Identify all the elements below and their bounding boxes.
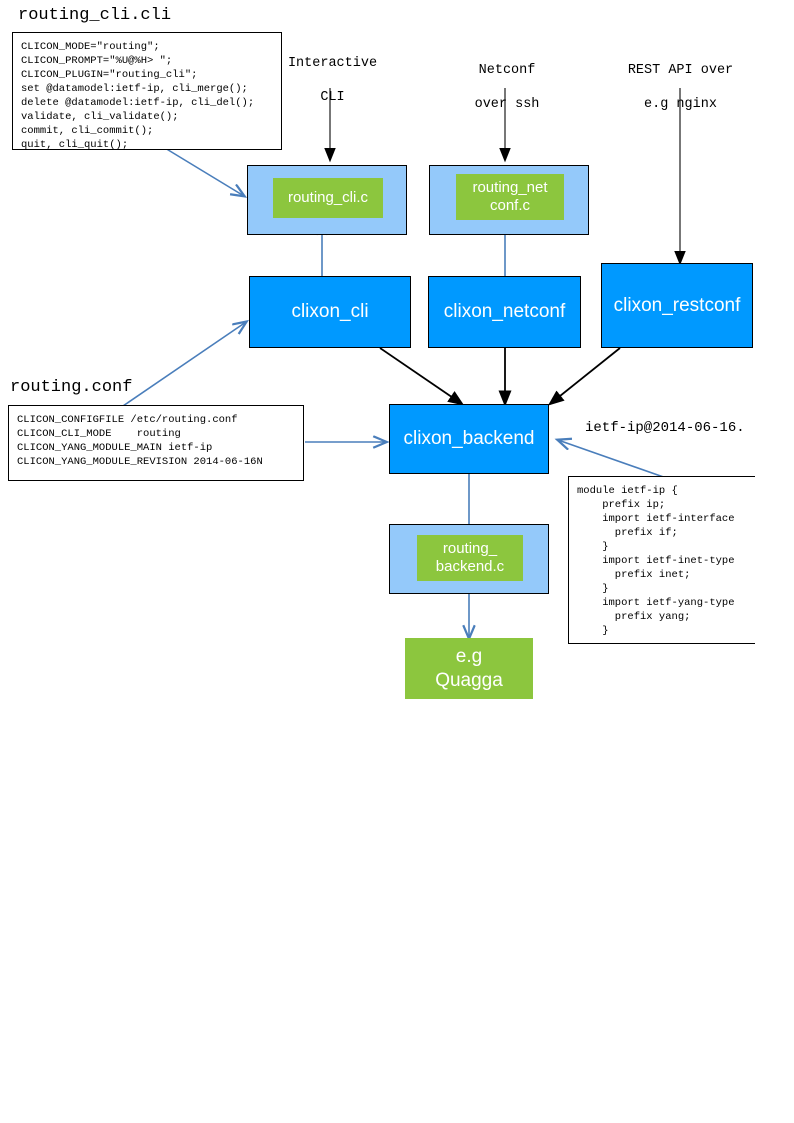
edge-cli-to-backend: [379, 347, 465, 406]
plugin-container-netconf[interactable]: routing_net conf.c: [429, 165, 589, 235]
plugin-box-routing-cli[interactable]: routing_cli.c: [273, 178, 383, 218]
input-label-line1: Interactive: [287, 56, 378, 71]
edge-restconf-to-backend: [547, 347, 621, 406]
input-label-rest-api: REST API over e.g nginx: [608, 62, 753, 130]
edge-clifile-to-cliplugin: [159, 144, 244, 196]
plugin-container-cli[interactable]: routing_cli.c: [247, 165, 407, 235]
external-box-quagga[interactable]: e.g Quagga: [405, 638, 533, 699]
input-label-line1: Netconf: [478, 63, 536, 78]
edge-yang-to-backend: [558, 440, 673, 481]
input-label-netconf: Netconf over ssh: [452, 62, 562, 130]
cli-file-title: routing_cli.cli: [18, 6, 172, 25]
process-box-clixon-netconf[interactable]: clixon_netconf: [428, 276, 581, 348]
input-label-line2: CLI: [320, 90, 345, 105]
yang-file-title: ietf-ip@2014-06-16.: [585, 420, 745, 436]
input-label-line2: e.g nginx: [644, 97, 717, 112]
process-box-clixon-cli[interactable]: clixon_cli: [249, 276, 411, 348]
yang-spec-codeblock: module ietf-ip { prefix ip; import ietf-…: [568, 476, 755, 644]
cli-spec-codeblock: CLICON_MODE="routing"; CLICON_PROMPT="%U…: [12, 32, 282, 151]
plugin-box-routing-backend[interactable]: routing_ backend.c: [417, 535, 523, 581]
plugin-box-routing-netconf[interactable]: routing_net conf.c: [456, 174, 564, 220]
process-box-clixon-restconf[interactable]: clixon_restconf: [601, 263, 753, 348]
input-label-interactive-cli: Interactive CLI: [275, 55, 390, 123]
input-label-line2: over ssh: [474, 97, 540, 112]
plugin-container-backend[interactable]: routing_ backend.c: [389, 524, 549, 594]
edge-conf-to-cli: [119, 322, 246, 409]
conf-file-title: routing.conf: [10, 378, 133, 397]
input-label-line1: REST API over: [627, 63, 734, 78]
process-box-clixon-backend[interactable]: clixon_backend: [389, 404, 549, 474]
conf-spec-codeblock: CLICON_CONFIGFILE /etc/routing.conf CLIC…: [8, 405, 304, 481]
